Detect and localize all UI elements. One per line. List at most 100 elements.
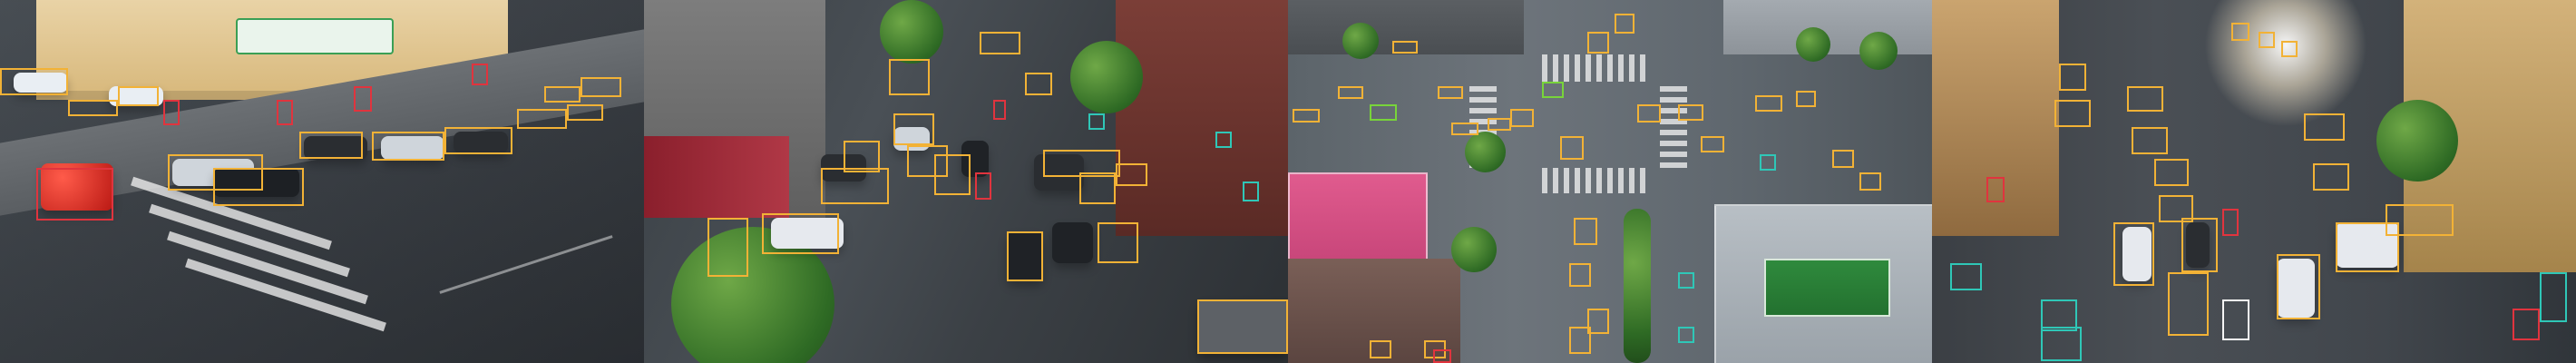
detection-box	[1755, 95, 1782, 112]
detection-box	[2154, 159, 2189, 186]
panel-3	[1288, 0, 1932, 363]
detection-box	[2313, 163, 2349, 191]
car	[2122, 227, 2152, 281]
detection-box	[1796, 91, 1816, 107]
tree	[1070, 41, 1143, 113]
detection-box	[1701, 136, 1724, 152]
detection-box	[2159, 195, 2193, 222]
detection-box	[1116, 163, 1147, 186]
panel-1	[0, 0, 644, 363]
detection-box-cyan	[1088, 113, 1105, 130]
detection-box	[1197, 299, 1288, 354]
tree	[1859, 32, 1898, 70]
detection-box	[934, 154, 971, 195]
detection-box	[1569, 263, 1591, 287]
detection-box	[2113, 222, 2154, 286]
detection-box-cyan	[1215, 132, 1232, 148]
detection-box-green	[1542, 82, 1564, 98]
car	[1197, 299, 1288, 354]
storefront-sign	[236, 18, 394, 54]
detection-box-cyan	[1760, 154, 1776, 171]
detection-box	[2059, 64, 2086, 91]
top-left-block	[1288, 0, 1524, 54]
detection-box	[1587, 309, 1609, 334]
detection-box	[1079, 172, 1116, 204]
detection-box-red	[1433, 349, 1451, 363]
detection-box	[2304, 113, 2345, 141]
green-court	[1764, 259, 1890, 317]
tree	[880, 0, 943, 64]
panel-4	[1932, 0, 2576, 363]
detection-box	[821, 168, 889, 204]
detection-box	[2277, 254, 2320, 319]
crosswalks	[1288, 0, 1932, 363]
detection-box	[844, 141, 880, 172]
detection-box	[1098, 222, 1138, 263]
car-2	[213, 168, 299, 197]
detection-box	[2127, 86, 2163, 112]
car	[2277, 259, 2315, 318]
tree	[1451, 227, 1497, 272]
car	[1052, 222, 1093, 263]
tree	[671, 227, 834, 363]
bottom-left-block	[1288, 259, 1460, 363]
detection-box	[1007, 231, 1043, 281]
left-storefront	[644, 136, 789, 218]
detection-box	[1370, 340, 1391, 358]
detection-box	[2386, 204, 2454, 236]
detection-box	[1859, 172, 1881, 191]
tree	[1624, 209, 1651, 363]
detection-box	[444, 127, 512, 154]
detection-box	[544, 86, 581, 103]
detection-box	[1560, 136, 1584, 160]
detection-box	[517, 109, 567, 129]
detection-box	[168, 154, 263, 191]
detection-box-red	[163, 100, 180, 125]
detection-box	[299, 132, 363, 159]
detection-box	[2259, 32, 2275, 48]
detection-box	[1025, 73, 1052, 95]
car-3	[304, 136, 367, 160]
detection-box-red	[36, 168, 113, 221]
detection-box	[762, 213, 839, 254]
car-4	[381, 136, 444, 160]
sun-glare	[2204, 0, 2367, 127]
detection-box	[893, 113, 934, 145]
detection-box-cyan	[2041, 299, 2077, 331]
detection-box	[1488, 118, 1511, 131]
tree	[1342, 23, 1379, 59]
detection-box	[0, 68, 68, 95]
detection-box-red	[1986, 177, 2005, 202]
detection-box	[567, 104, 603, 121]
car	[1034, 154, 1084, 191]
detection-box-cyan	[1950, 263, 1982, 290]
detection-box	[1451, 123, 1478, 135]
detection-box	[372, 132, 444, 161]
detection-box-cyan	[2041, 327, 2082, 361]
detection-box	[2168, 272, 2209, 336]
detection-box	[2132, 127, 2168, 154]
detection-box	[1438, 86, 1463, 99]
detection-box	[1637, 104, 1661, 123]
car	[961, 141, 989, 177]
detection-box-red	[472, 64, 488, 85]
detection-box	[2231, 23, 2249, 41]
tree	[1796, 27, 1830, 62]
car-7	[14, 73, 68, 93]
detection-box	[1338, 86, 1363, 99]
detection-box	[118, 86, 159, 106]
detection-box-red	[975, 172, 991, 200]
tree	[2376, 100, 2458, 182]
detection-box	[1569, 327, 1591, 354]
detection-box	[907, 145, 948, 177]
tree	[1465, 132, 1506, 172]
detection-box	[1510, 109, 1534, 127]
detection-box	[1293, 109, 1320, 123]
panel-2	[644, 0, 1288, 363]
car	[2336, 222, 2399, 268]
detection-box	[1832, 150, 1854, 168]
detection-box	[2336, 222, 2399, 272]
detection-box	[980, 32, 1020, 54]
detection-box	[707, 218, 748, 277]
